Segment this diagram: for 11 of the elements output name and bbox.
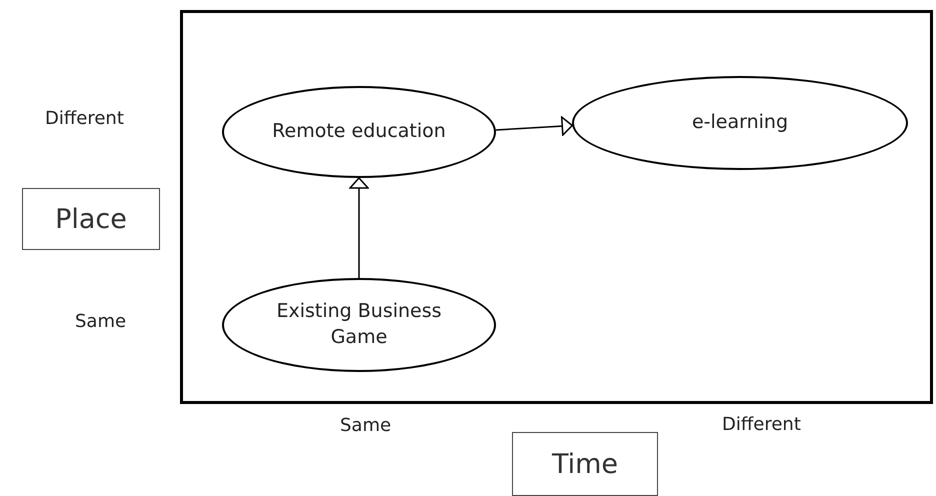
axis-value-label: Different <box>45 108 124 129</box>
arrow <box>496 116 573 136</box>
axis-value-label: Different <box>722 414 801 435</box>
axis-value-label: Same <box>340 415 392 436</box>
ellipse-node: Remote education <box>222 86 496 178</box>
axis-label-box: Place <box>22 188 160 250</box>
ellipse-node: Existing Business Game <box>222 278 496 372</box>
ellipse-node: e-learning <box>572 76 908 170</box>
arrow <box>349 177 369 278</box>
axis-value-label: Same <box>75 311 126 332</box>
axis-label-box: Time <box>512 432 658 496</box>
